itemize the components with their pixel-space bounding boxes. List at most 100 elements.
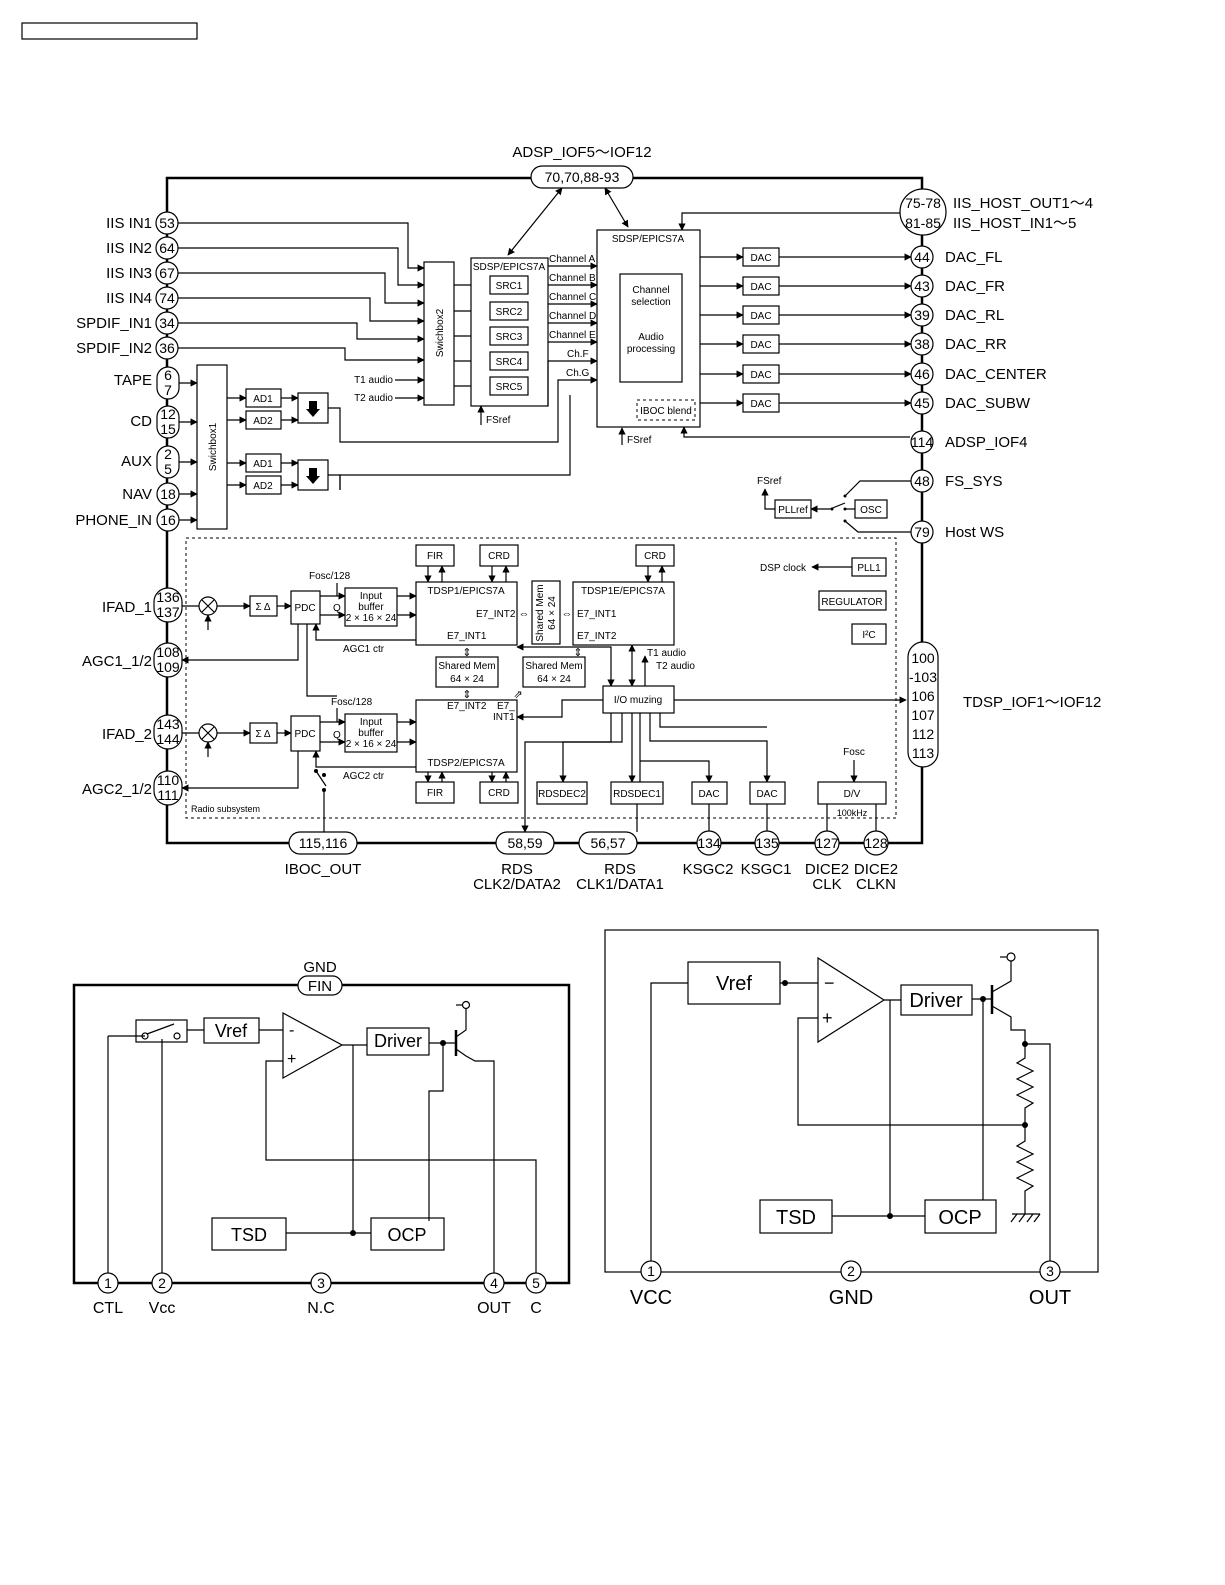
- svg-text:E7_INT2: E7_INT2: [476, 609, 516, 620]
- svg-text:TDSP1/EPICS7A: TDSP1/EPICS7A: [427, 586, 505, 597]
- svg-text:Channel C: Channel C: [549, 292, 596, 303]
- svg-text:AGC2_1/2: AGC2_1/2: [82, 781, 152, 798]
- svg-text:DAC: DAC: [698, 789, 719, 800]
- svg-text:15: 15: [160, 421, 176, 437]
- svg-text:NAV: NAV: [122, 486, 152, 503]
- svg-text:PDC: PDC: [294, 729, 315, 740]
- svg-text:144: 144: [156, 731, 180, 747]
- svg-text:FSref: FSref: [627, 435, 652, 446]
- svg-text:DAC: DAC: [750, 253, 771, 264]
- svg-text:buffer: buffer: [358, 602, 384, 613]
- svg-text:114: 114: [911, 434, 934, 450]
- svg-text:DAC: DAC: [756, 789, 777, 800]
- svg-text:36: 36: [159, 340, 175, 356]
- i2c-block: [851, 623, 887, 645]
- svg-text:CLK2/DATA2: CLK2/DATA2: [473, 876, 561, 893]
- channel-bus: Channel A Channel B Channel C Channel D …: [339, 254, 598, 490]
- svg-text:137: 137: [156, 604, 180, 620]
- svg-text:Shared Mem: Shared Mem: [525, 661, 582, 672]
- radio-subsystem-boundary: [185, 537, 897, 819]
- svg-text:TDSP1E/EPICS7A: TDSP1E/EPICS7A: [581, 586, 665, 597]
- svg-text:E7_INT1: E7_INT1: [577, 609, 617, 620]
- svg-text:1: 1: [104, 1275, 112, 1291]
- svg-text:SRC5: SRC5: [496, 382, 523, 393]
- svg-text:E7_INT1: E7_INT1: [447, 631, 487, 642]
- svg-text:115,116: 115,116: [299, 835, 348, 851]
- svg-text:DAC: DAC: [750, 311, 771, 322]
- input-label-iis-in1: IIS IN1: [106, 215, 152, 232]
- bottom-pins: 115,116 IBOC_OUT 58,59 RDS CLK2/DATA2 56…: [285, 830, 898, 893]
- svg-text:T1 audio: T1 audio: [647, 648, 686, 659]
- svg-text:Channel E: Channel E: [549, 330, 596, 341]
- svg-text:FIN: FIN: [308, 978, 332, 995]
- svg-text:43: 43: [914, 278, 930, 294]
- svg-text:74: 74: [159, 290, 175, 306]
- svg-text:34: 34: [159, 315, 175, 331]
- svg-text:DAC_RL: DAC_RL: [945, 307, 1004, 324]
- svg-text:Ch.G: Ch.G: [566, 368, 590, 379]
- svg-text:OCP: OCP: [938, 1207, 981, 1229]
- svg-text:DAC_CENTER: DAC_CENTER: [945, 366, 1047, 383]
- svg-text:2: 2: [847, 1263, 855, 1279]
- svg-text:CLK: CLK: [812, 876, 841, 893]
- svg-text:Vref: Vref: [215, 1021, 248, 1041]
- svg-text:TSD: TSD: [776, 1207, 816, 1229]
- svg-text:3: 3: [1046, 1263, 1054, 1279]
- svg-text:DAC: DAC: [750, 282, 771, 293]
- svg-text:FS_SYS: FS_SYS: [945, 473, 1003, 490]
- pdc-1: [290, 590, 321, 625]
- driver-box-2: [900, 984, 973, 1016]
- switchbox1: [196, 364, 228, 530]
- svg-text:64: 64: [159, 240, 175, 256]
- ocp-box-1: [370, 1217, 445, 1251]
- svg-text:OUT: OUT: [1029, 1287, 1071, 1309]
- svg-text:PLLref: PLLref: [778, 505, 808, 516]
- svg-text:39: 39: [914, 307, 930, 323]
- pdc-2: [290, 715, 321, 752]
- svg-text:45: 45: [914, 395, 930, 411]
- svg-text:Q: Q: [333, 603, 341, 614]
- svg-text:TDSP2/EPICS7A: TDSP2/EPICS7A: [427, 758, 505, 769]
- svg-text:C: C: [530, 1300, 542, 1317]
- svg-text:Channel B: Channel B: [549, 273, 596, 284]
- svg-text:AUX: AUX: [121, 453, 152, 470]
- svg-text:SRC3: SRC3: [496, 332, 523, 343]
- svg-text:TAPE: TAPE: [114, 372, 152, 389]
- dv-block: [817, 781, 887, 805]
- svg-text:FIR: FIR: [427, 788, 443, 799]
- svg-text:Ch.F: Ch.F: [567, 349, 589, 360]
- svg-text:2: 2: [158, 1275, 166, 1291]
- svg-text:Host WS: Host WS: [945, 524, 1004, 541]
- svg-text:DAC: DAC: [750, 370, 771, 381]
- svg-text:−: −: [824, 973, 835, 993]
- svg-text:DICE2: DICE2: [854, 861, 898, 878]
- tdsp1e-block: [572, 581, 675, 646]
- svg-text:FIR: FIR: [427, 551, 443, 562]
- ocp-box-2: [924, 1199, 997, 1234]
- svg-text:T2 audio: T2 audio: [354, 393, 393, 404]
- error-amp-2: [817, 956, 886, 1044]
- svg-text:DICE2: DICE2: [805, 861, 849, 878]
- svg-text:IIS_HOST_OUT1～4: IIS_HOST_OUT1～4: [953, 195, 1093, 212]
- svg-text:Driver: Driver: [374, 1031, 422, 1051]
- svg-text:128: 128: [864, 835, 888, 851]
- svg-text:PHONE_IN: PHONE_IN: [75, 512, 152, 529]
- svg-text:Channel A: Channel A: [549, 254, 595, 265]
- svg-text:5: 5: [164, 461, 172, 477]
- svg-text:Input: Input: [360, 717, 382, 728]
- svg-text:ADSP_IOF4: ADSP_IOF4: [945, 434, 1028, 451]
- tdsp-pins: [907, 641, 939, 768]
- vref-box-1: [203, 1017, 260, 1044]
- regulator-diagram-2: Vref − + Driver TSD OCP 1 VCC: [604, 929, 1099, 1309]
- svg-text:AD1: AD1: [253, 394, 273, 405]
- svg-text:3: 3: [317, 1275, 325, 1291]
- shared-mem-vertical: [531, 580, 561, 645]
- svg-text:RDSDEC1: RDSDEC1: [613, 789, 661, 800]
- svg-text:110: 110: [157, 772, 180, 788]
- svg-text:109: 109: [156, 659, 180, 675]
- svg-text:DAC_FR: DAC_FR: [945, 278, 1005, 295]
- svg-text:SRC4: SRC4: [496, 357, 523, 368]
- svg-text:⇗: ⇗: [513, 689, 522, 701]
- header-box: [21, 22, 198, 40]
- svg-text:Shared Mem: Shared Mem: [535, 584, 546, 641]
